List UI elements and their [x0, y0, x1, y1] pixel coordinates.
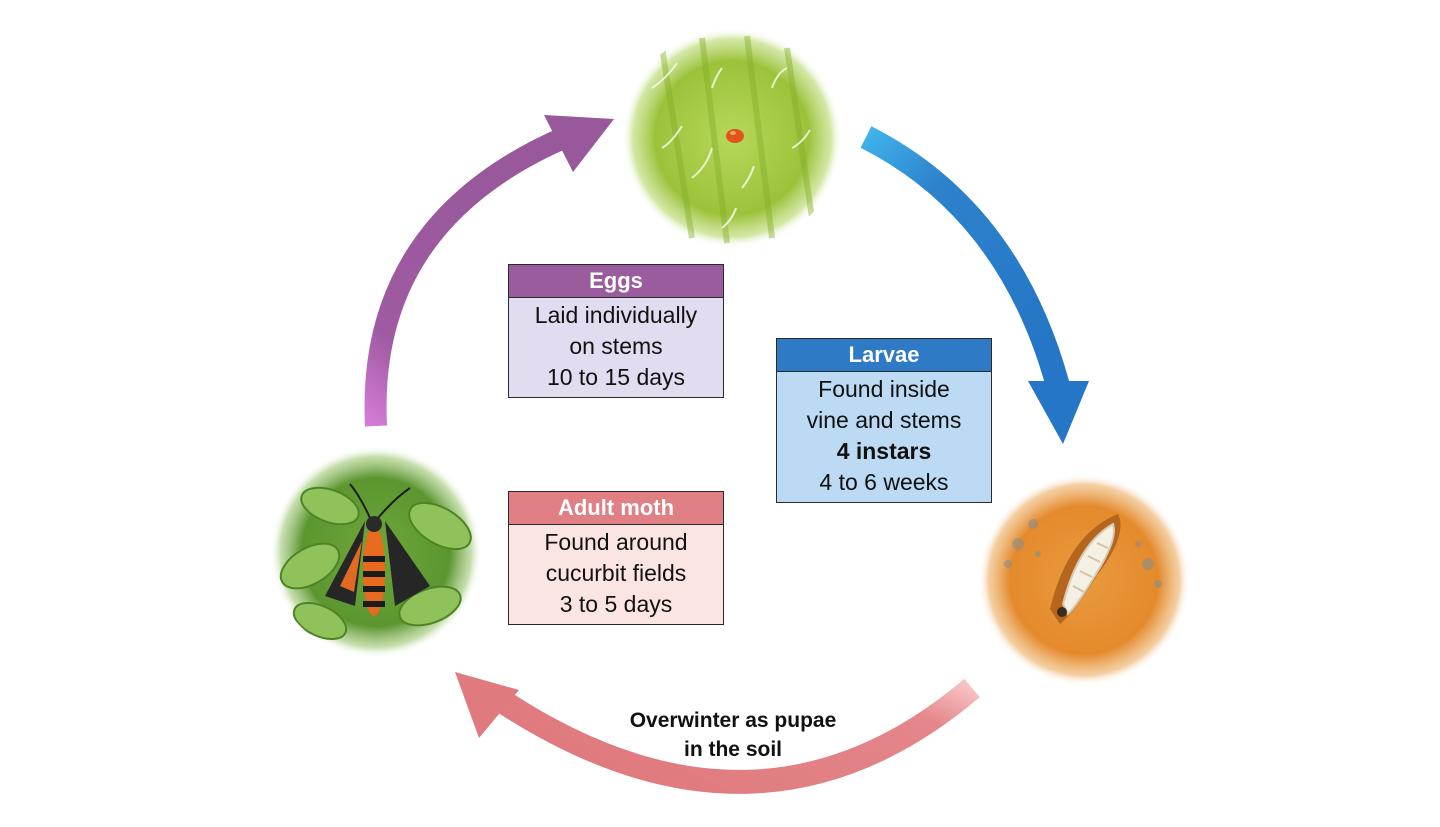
arrow-head-adult [455, 672, 519, 738]
eggs-stage-details: Laid individually on stems 10 to 15 days [509, 298, 723, 397]
larvae-stage-box: Larvae Found inside vine and stems 4 ins… [776, 338, 992, 503]
eggs-detail-line: Laid individually [534, 302, 698, 328]
overwinter-label: Overwinter as pupae in the soil [583, 706, 883, 764]
larvae-stage-title: Larvae [777, 339, 991, 372]
arrow-eggs-to-larvae [860, 126, 1070, 390]
larvae-detail-line: vine and stems [806, 407, 962, 433]
larvae-stage-details: Found inside vine and stems 4 instars 4 … [777, 372, 991, 502]
adult-moth-photo [270, 446, 482, 658]
eggs-duration: 10 to 15 days [546, 364, 686, 390]
arrow-head-eggs [544, 115, 614, 172]
eggs-stage-box: Eggs Laid individually on stems 10 to 15… [508, 264, 724, 398]
arrow-larvae-to-adult [498, 678, 980, 794]
arrow-head-larvae [1028, 381, 1089, 444]
adult-detail-line: cucurbit fields [545, 560, 687, 586]
adult-stage-box: Adult moth Found around cucurbit fields … [508, 491, 724, 625]
adult-stage-title: Adult moth [509, 492, 723, 525]
larvae-detail-line: Found inside [818, 376, 950, 402]
overwinter-line: Overwinter as pupae [629, 709, 837, 732]
egg-on-stem-photo [622, 28, 842, 248]
adult-duration: 3 to 5 days [559, 591, 673, 617]
larva-in-fruit-photo [978, 474, 1190, 686]
larvae-duration: 4 to 6 weeks [819, 469, 949, 495]
eggs-detail-line: on stems [569, 333, 663, 359]
adult-detail-line: Found around [544, 529, 688, 555]
larvae-instars: 4 instars [836, 438, 932, 464]
adult-stage-details: Found around cucurbit fields 3 to 5 days [509, 525, 723, 624]
arrow-adult-to-eggs [364, 125, 573, 427]
eggs-stage-title: Eggs [509, 265, 723, 298]
overwinter-line: in the soil [683, 738, 782, 761]
